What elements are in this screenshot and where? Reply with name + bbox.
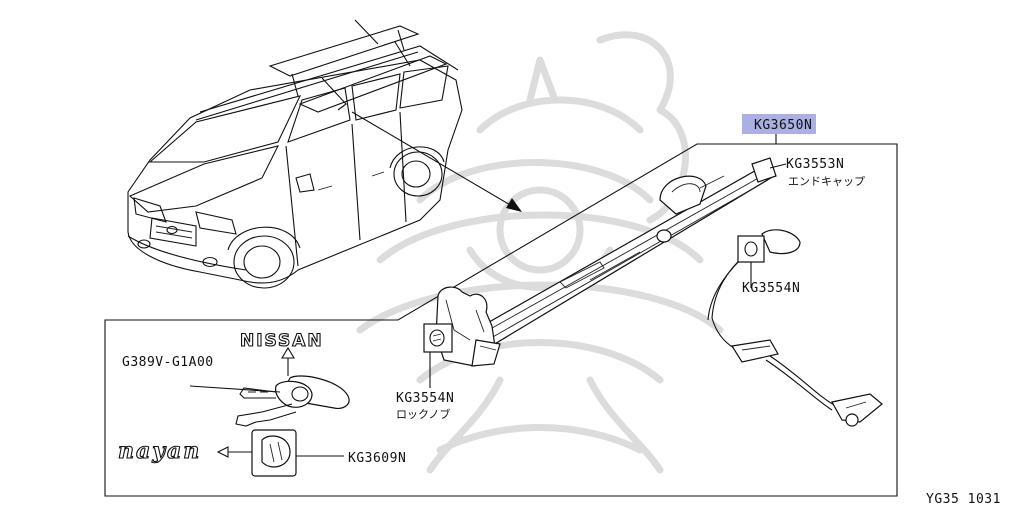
lock-cable-assembly [707,229,883,427]
detail-frame [104,143,898,497]
main-assembly-highlight [742,114,816,134]
lock-knob-right-marker[interactable] [737,235,765,288]
label-key-cap[interactable]: KG3609N [348,451,406,466]
label-end-cap-desc: エンドキャップ [788,175,865,188]
nissan-logo: NISSAN [240,331,324,351]
label-lock-knob-center-desc: ロックノブ [396,407,450,421]
key-cap-arrow [216,446,344,458]
key-assembly [189,346,350,427]
nayan-logo: nayan [118,438,201,464]
vehicle-illustration [127,19,522,289]
key-cap-part[interactable] [251,429,297,477]
label-main-assembly[interactable]: KG3650N [754,118,812,133]
label-lock-knob-right[interactable]: KG3554N [742,281,800,296]
footer-ref-code: YG35 1031 [926,492,1001,506]
label-key[interactable]: G389V-G1A00 [122,355,214,370]
label-lock-knob-center[interactable]: KG3554N [396,391,454,406]
lock-knob-center-marker[interactable] [423,323,453,388]
label-end-cap[interactable]: KG3553N [786,157,844,172]
